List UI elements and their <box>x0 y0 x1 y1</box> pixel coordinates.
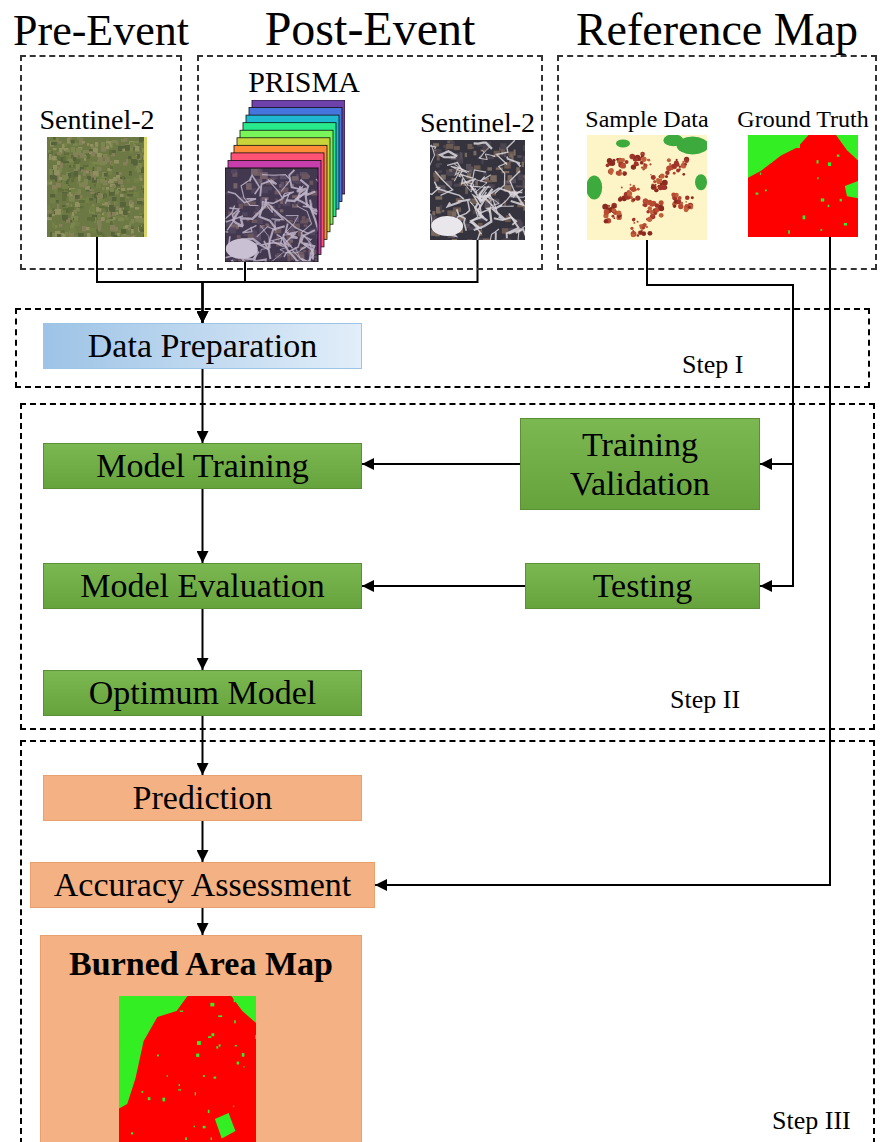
process-box: Data Preparation <box>43 323 362 369</box>
satellite-image: Sentinel-2 <box>430 140 525 240</box>
step-label: Step II <box>670 685 740 715</box>
box-label: Training Validation <box>527 425 753 503</box>
heading-label: Post-Event <box>265 4 476 54</box>
flow-arrow <box>202 609 204 670</box>
sample-map: Sample Data <box>587 135 707 240</box>
hyperspectral-cube: PRISMA <box>225 100 345 262</box>
step-label: Step III <box>772 1106 851 1136</box>
process-box: Prediction <box>43 775 362 821</box>
reference-group: Reference MapSample DataGround Truth <box>557 55 877 270</box>
flow-arrow <box>375 237 830 885</box>
process-box: Optimum Model <box>43 670 362 716</box>
flow-arrow <box>202 489 204 563</box>
process-box: Testing <box>525 563 760 609</box>
box-label: Data Preparation <box>88 326 317 365</box>
box-label: Model Evaluation <box>80 566 325 605</box>
flow-arrow <box>202 908 204 935</box>
box-label: Prediction <box>133 778 273 817</box>
input-group: Pre-EventSentinel-2 <box>20 55 182 270</box>
raster-image <box>47 137 147 237</box>
truth-map: Ground Truth <box>748 135 858 237</box>
heading-label: Ground Truth <box>737 107 868 132</box>
box-label: Model Training <box>96 446 309 485</box>
heading-label: PRISMA <box>248 66 360 98</box>
step-label: Step I <box>682 350 743 380</box>
process-box: Model Evaluation <box>43 563 362 609</box>
process-box: Accuracy Assessment <box>30 862 375 908</box>
step-band: Step II Model Training Training Validation… <box>20 403 875 730</box>
box-label: Optimum Model <box>89 673 317 712</box>
flow-arrow <box>97 237 203 323</box>
box-label: Testing <box>593 566 693 605</box>
step-band: Step III PredictionAccuracy AssessmentBur… <box>20 740 875 1142</box>
heading-label: Sentinel-2 <box>420 108 535 137</box>
flow-arrow <box>647 240 793 586</box>
heading-label: Sample Data <box>585 107 708 132</box>
heading-label: Reference Map <box>576 6 858 54</box>
input-group: Post-EventPRISMASentinel-2 <box>197 55 543 270</box>
flow-arrow <box>203 262 246 323</box>
box-label: Accuracy Assessment <box>54 865 351 904</box>
flow-arrow <box>202 369 204 443</box>
process-box: Model Training <box>43 443 362 489</box>
satellite-image: Sentinel-2 <box>47 137 147 237</box>
raster-image <box>587 135 707 240</box>
burned-area-map-image <box>119 996 256 1142</box>
flow-arrow <box>362 463 520 465</box>
box-label: Burned Area Map <box>69 944 333 983</box>
flow-arrow <box>362 585 525 587</box>
result-box: Burned Area Map <box>40 935 362 1142</box>
raster-image <box>748 135 858 237</box>
flow-arrow <box>202 821 204 862</box>
flow-arrow <box>202 716 204 775</box>
heading-label: Sentinel-2 <box>39 105 154 134</box>
raster-image <box>225 100 345 262</box>
step-band: Step I Data Preparation <box>15 308 870 388</box>
raster-image <box>430 140 525 240</box>
heading-label: Pre-Event <box>13 8 189 54</box>
process-box: Training Validation <box>520 418 760 510</box>
